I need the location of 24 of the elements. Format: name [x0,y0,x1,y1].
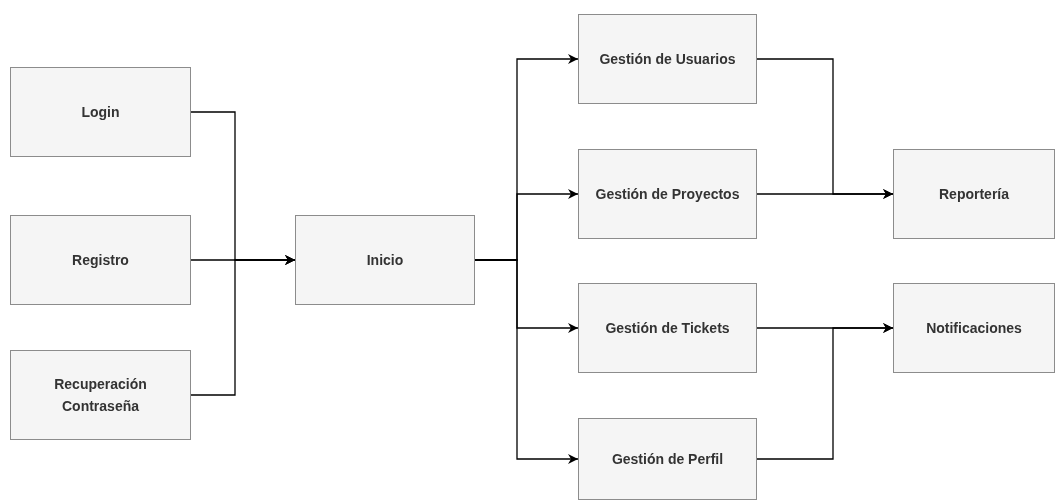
process-box [10,215,191,305]
box-label: Notificaciones [926,319,1022,338]
box-label: Reportería [939,185,1009,204]
process-box [578,418,757,500]
box-label: Registro [72,251,129,270]
process-box [10,350,191,440]
arrow [756,189,894,199]
arrow [756,323,894,460]
process-box [893,149,1055,239]
box-label: Login [81,103,120,122]
box-label: Gestión de Tickets [605,319,730,338]
process-box [893,283,1055,373]
process-box [10,67,191,157]
box-label: Gestión de Usuarios [599,50,736,69]
process-box [578,283,757,373]
box-label: Gestión de Perfil [611,450,724,469]
box-label: Recuperación Contraseña [53,375,148,416]
box-label: Gestión de Proyectos [595,185,740,204]
process-box [295,215,475,305]
process-box [578,14,757,104]
arrow [474,259,579,464]
process-box [578,149,757,239]
arrow [190,255,296,396]
box-label: Inicio [366,251,404,270]
